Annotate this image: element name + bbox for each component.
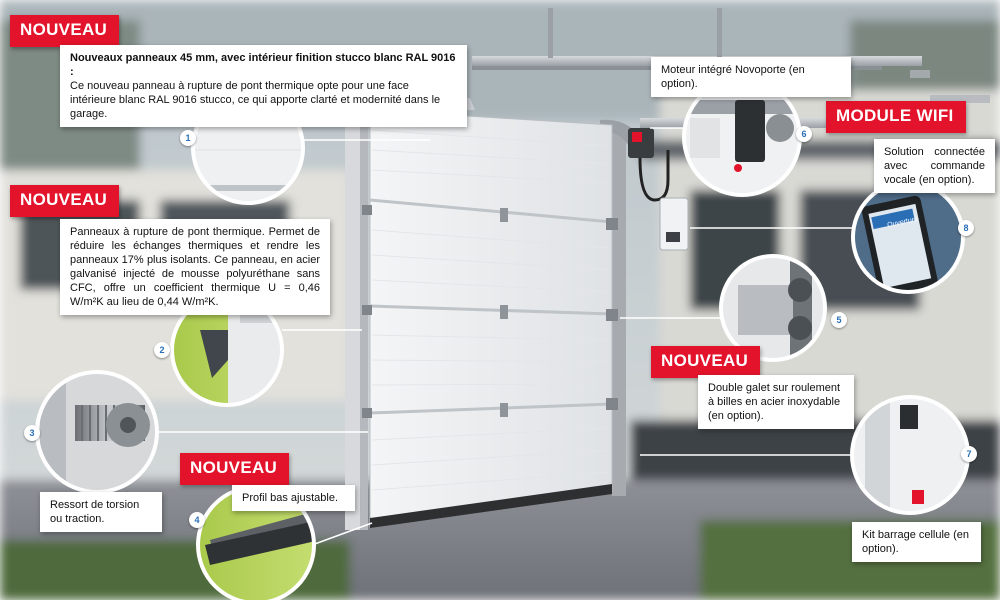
tag-nouveau-roller: NOUVEAU xyxy=(651,346,761,378)
marker-8: 8 xyxy=(958,220,974,236)
leader-lines xyxy=(155,127,855,546)
tag-module-wifi: MODULE WIFI xyxy=(826,101,966,133)
garage-door xyxy=(362,109,618,528)
detail-disc-8 xyxy=(853,182,963,292)
marker-4: 4 xyxy=(189,512,205,528)
callout-wifi: Solution connectée avec commande vocale … xyxy=(874,139,995,193)
marker-1: 1 xyxy=(180,130,196,146)
callout-panels: Nouveaux panneaux 45 mm, avec intérieur … xyxy=(60,45,467,127)
callout-profile: Profil bas ajustable. xyxy=(232,485,355,511)
marker-2: 2 xyxy=(154,342,170,358)
callout-spring: Ressort de torsion ou traction. xyxy=(40,492,162,532)
callout-roller: Double galet sur roulement à billes en a… xyxy=(698,375,854,429)
motor-unit xyxy=(628,128,689,251)
marker-5: 5 xyxy=(831,312,847,328)
callout-panels-title: Nouveaux panneaux 45 mm, avec intérieur … xyxy=(70,52,456,78)
marker-7: 7 xyxy=(961,446,977,462)
callout-motor: Moteur intégré Novoporte (en option). xyxy=(651,57,851,97)
detail-disc-6 xyxy=(684,79,800,195)
tag-nouveau-panels: NOUVEAU xyxy=(10,15,120,47)
detail-disc-7 xyxy=(852,397,968,513)
detail-disc-3 xyxy=(37,372,157,492)
marker-6: 6 xyxy=(796,126,812,142)
detail-disc-5 xyxy=(721,256,825,360)
tag-nouveau-profile: NOUVEAU xyxy=(180,453,290,485)
callout-photocell: Kit barrage cellule (en option). xyxy=(852,522,981,562)
callout-thermal: Panneaux à rupture de pont thermique. Pe… xyxy=(60,219,330,315)
detail-disc-4 xyxy=(198,487,314,600)
callout-panels-body: Ce nouveau panneau à rupture de pont the… xyxy=(70,80,441,120)
marker-3: 3 xyxy=(24,425,40,441)
tag-nouveau-thermal: NOUVEAU xyxy=(10,185,120,217)
